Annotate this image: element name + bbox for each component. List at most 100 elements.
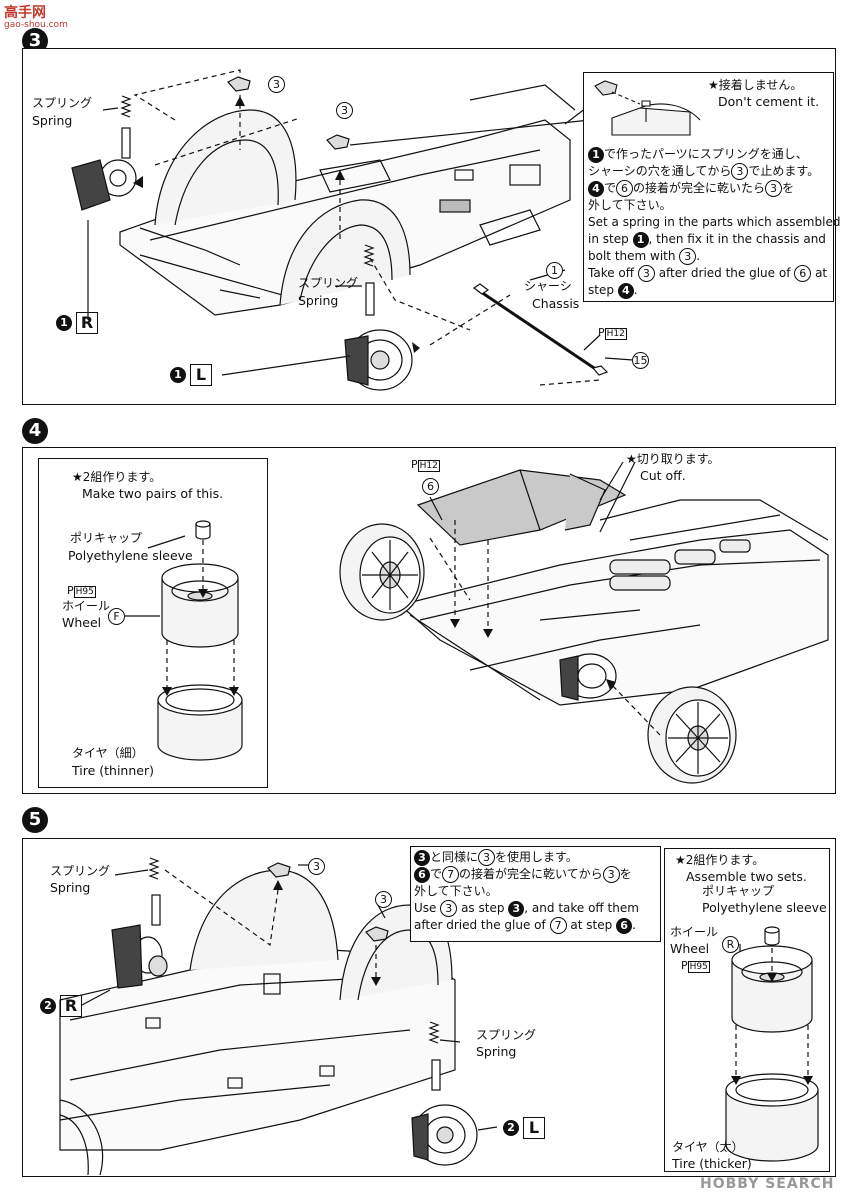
step3-note-n3-c: 3 xyxy=(679,248,697,265)
step5-note-en-line2-pre: after dried the glue of xyxy=(414,918,546,932)
step3-part3-callout-a: 3 xyxy=(268,74,285,93)
step5-spring-en-2: Spring xyxy=(476,1044,517,1059)
step3-note-en-line5-pre: step xyxy=(588,283,614,297)
step3-note-jp-line4: 外して下さい。 xyxy=(588,198,672,212)
step5-inset-ph-prefix-icon: P xyxy=(681,959,688,972)
step3-side-l: 1 L xyxy=(170,364,212,386)
step5-wheel-part: R xyxy=(722,936,739,953)
step3-chassis-en: Chassis xyxy=(532,296,580,311)
step5-note-jp-line1-end: を使用します。 xyxy=(495,850,578,864)
step5-part3-a: 3 xyxy=(308,858,325,875)
step3-part3-callout-b: 3 xyxy=(336,100,353,119)
step3-side-l-letter: L xyxy=(190,364,212,386)
step5-note-n3-b: 3 xyxy=(478,849,496,866)
step5-side-l-letter: L xyxy=(523,1117,545,1139)
step3-note-en-line4-post: at xyxy=(815,266,828,280)
step5-note-en-line2-mid: at step xyxy=(570,918,613,932)
step4-main-ph-prefix-icon: P xyxy=(411,458,418,471)
step3-note-n3-a: 3 xyxy=(731,163,749,180)
step5-part3-b: 3 xyxy=(375,891,392,908)
step3-note-en-line5-post: . xyxy=(633,283,638,297)
step3-note-jp-line2-text: シャーシの穴を通してから xyxy=(588,164,732,178)
step-4-badge: 4 xyxy=(22,418,48,444)
watermark-hobby-search: HOBBY SEARCH xyxy=(700,1176,835,1192)
step4-inset-ph-prefix-icon: P xyxy=(67,584,74,597)
step3-side-l-num: 1 xyxy=(170,367,186,383)
step5-note-en-line1-post: , and take off them xyxy=(524,901,639,915)
step3-note-n4-b: 4 xyxy=(617,282,634,299)
step3-part3-a: 3 xyxy=(268,76,285,93)
step5-tire-en: Tire (thicker) xyxy=(672,1156,752,1171)
watermark-logo: 高手网 xyxy=(4,2,46,22)
step3-spring-en-2: Spring xyxy=(298,293,339,308)
step3-part15-callout: 15 xyxy=(632,350,649,369)
step5-note-en-line2-post: . xyxy=(632,918,636,932)
step3-ph-prefix-icon: P xyxy=(598,326,605,339)
step3-note-n1-a: 1 xyxy=(588,146,604,163)
step5-wheel-en: Wheel xyxy=(670,941,710,956)
step3-spring-jp-2: スプリング xyxy=(298,276,359,290)
step-5-badge: 5 xyxy=(22,807,48,833)
step5-note-n3-a: 3 xyxy=(414,849,430,866)
step5-wheel-part-callout: R xyxy=(722,934,739,953)
step5-note-jp-line1-mid: と同様に xyxy=(430,850,479,864)
step5-wheel-jp: ホイール xyxy=(670,925,719,939)
step4-inset-ph-code-value: H95 xyxy=(73,586,96,598)
step3-note-n6-b: 6 xyxy=(794,265,812,282)
step3-side-r-num: 1 xyxy=(56,315,72,331)
step4-wheel-en: Wheel xyxy=(62,615,102,630)
step5-note-jp-line2-tail: を xyxy=(619,867,632,881)
step4-part6: 6 xyxy=(422,478,439,495)
step5-note-n6-a: 6 xyxy=(414,866,430,883)
step3-note-en-line4: Take off 3 after dried the glue of 6 at xyxy=(588,265,840,282)
step4-inset-star-jp: ★2組作ります。 xyxy=(72,470,162,484)
step3-note-en-line2-pre: in step xyxy=(588,232,629,246)
step5-note-n3-e: 3 xyxy=(508,900,525,917)
step3-note-en-line4-pre: Take off xyxy=(588,266,635,280)
step3-note-n3-b: 3 xyxy=(765,180,783,197)
step3-note-n3-d: 3 xyxy=(637,265,655,282)
step4-inset-star-en: Make two pairs of this. xyxy=(82,486,224,501)
step5-part3-callout-b: 3 xyxy=(375,889,392,908)
step3-note-jp-line3-mid: で xyxy=(604,181,617,195)
step5-inset-star-jp: ★2組作ります。 xyxy=(675,853,765,867)
step4-part6-callout: 6 xyxy=(422,476,439,495)
step4-sleeve-jp: ポリキャップ xyxy=(70,531,143,545)
step5-side-r: 2 R xyxy=(40,995,82,1017)
step3-part3-b: 3 xyxy=(336,102,353,119)
step3-note-en-line2: in step 1, then fix it in the chassis an… xyxy=(588,231,840,248)
step3-note-en-line4-mid: after dried the glue of xyxy=(658,266,791,280)
step5-side-l-num: 2 xyxy=(503,1120,519,1136)
step4-tire-en: Tire (thinner) xyxy=(72,763,154,778)
step5-inset-star-en: Assemble two sets. xyxy=(686,869,807,884)
step5-sleeve-jp: ポリキャップ xyxy=(702,884,775,898)
step3-note-star-en: Don't cement it. xyxy=(718,94,820,109)
step3-note-en-line3-post: . xyxy=(696,249,701,263)
step5-part3-callout-a: 3 xyxy=(308,856,325,875)
step5-note-en-line2: after dried the glue of 7 at step 6. xyxy=(414,917,639,934)
step4-cut-en: Cut off. xyxy=(640,468,686,483)
watermark-logo-text: 高手网 xyxy=(4,5,46,21)
step3-side-r: 1 R xyxy=(56,312,98,334)
step5-note-n7-a: 7 xyxy=(442,866,460,883)
step3-chassis-callout: 1 xyxy=(546,260,563,279)
step5-note-n6-b: 6 xyxy=(616,917,633,934)
step5-spring-jp-2: スプリング xyxy=(476,1028,537,1042)
step3-note-n1-b: 1 xyxy=(632,231,649,248)
step3-note-en-line2-post: , then fix it in the chassis and xyxy=(648,232,826,246)
step5-side-r-num: 2 xyxy=(40,998,56,1014)
step3-note-en-line5: step 4. xyxy=(588,282,840,299)
step4-wheel-jp: ホイール xyxy=(62,599,111,613)
step4-sleeve-en: Polyethylene sleeve xyxy=(68,548,193,563)
step3-note-jp-line2-end: で止めます。 xyxy=(748,164,820,178)
